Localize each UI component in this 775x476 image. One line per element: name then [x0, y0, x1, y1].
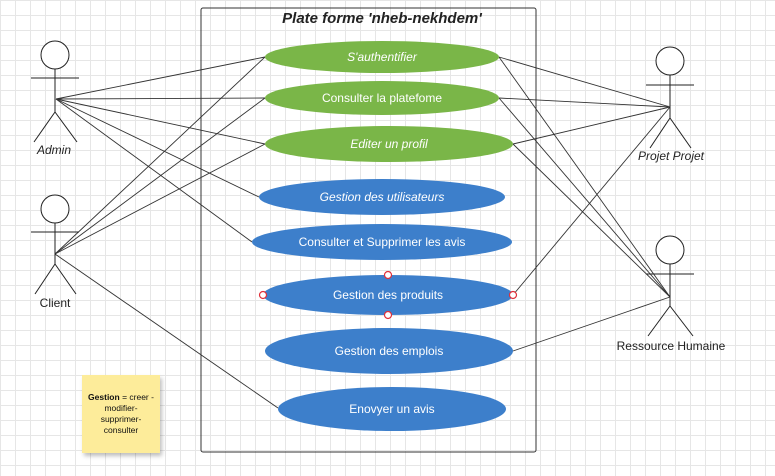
assoc-client-editer-profil[interactable] — [54, 143, 266, 255]
use-case-consulter-supprimer-avis-label: Consulter et Supprimer les avis — [299, 235, 466, 249]
assoc-rh-authentifier[interactable] — [498, 56, 671, 298]
assoc-admin-editer-profil[interactable] — [55, 98, 266, 145]
use-case-gestion-produits[interactable]: Gestion des produits — [258, 270, 518, 320]
actor-admin-label: Admin — [36, 143, 71, 157]
assoc-rh-gestion-emplois[interactable] — [512, 296, 671, 352]
assoc-projet-gestion-produits[interactable] — [512, 106, 671, 296]
assoc-admin-consulter-plateforme[interactable] — [55, 97, 266, 100]
assoc-admin-consulter-supprimer-avis[interactable] — [55, 98, 253, 243]
use-case-gestion-utilisateurs-label: Gestion des utilisateurs — [320, 190, 445, 204]
use-case-gestion-emplois[interactable]: Gestion des emplois — [265, 328, 513, 374]
use-case-gestion-emplois-label: Gestion des emplois — [335, 344, 444, 358]
use-case-editer-profil[interactable]: Editer un profil — [265, 126, 513, 162]
assoc-projet-editer-profil[interactable] — [512, 106, 671, 145]
sticky-note-rest: = creer - modifier- supprimer- consulter — [100, 392, 154, 435]
use-case-consulter-plateforme[interactable]: Consulter la platefome — [265, 81, 499, 115]
use-case-consulter-plateforme-label: Consulter la platefome — [322, 91, 442, 105]
use-case-envoyer-avis[interactable]: Enovyer un avis — [278, 387, 506, 431]
actor-ressource-humaine-label: Ressource Humaine — [617, 339, 726, 353]
resize-handle-top[interactable] — [383, 270, 393, 280]
use-case-consulter-supprimer-avis[interactable]: Consulter et Supprimer les avis — [252, 224, 512, 260]
resize-handle-right[interactable] — [508, 290, 518, 300]
system-title: Plate forme 'nheb-nekhdem' — [282, 10, 482, 27]
use-case-editer-profil-label: Editer un profil — [350, 137, 428, 151]
assoc-admin-gestion-utilisateurs[interactable] — [55, 98, 260, 198]
actor-ressource-humaine[interactable]: Ressource Humaine — [617, 235, 726, 353]
actor-projet[interactable]: Projet Projet — [638, 46, 705, 163]
sticky-note[interactable]: Gestion = creer - modifier- supprimer- c… — [82, 375, 160, 453]
use-case-authentifier[interactable]: S'authentifier — [265, 41, 499, 73]
use-case-gestion-produits-label: Gestion des produits — [333, 288, 443, 302]
sticky-note-text: Gestion = creer - modifier- supprimer- c… — [86, 392, 156, 436]
use-case-authentifier-label: S'authentifier — [347, 50, 418, 64]
resize-handle-bottom[interactable] — [383, 310, 393, 320]
associations — [54, 56, 671, 409]
assoc-rh-editer-profil[interactable] — [512, 143, 671, 298]
assoc-client-authentifier[interactable] — [54, 56, 266, 255]
assoc-rh-consulter-plateforme[interactable] — [498, 97, 671, 298]
assoc-admin-authentifier[interactable] — [55, 56, 266, 100]
assoc-projet-consulter-plateforme[interactable] — [498, 97, 671, 108]
resize-handle-left[interactable] — [258, 290, 268, 300]
sticky-note-bold: Gestion — [88, 392, 120, 402]
actor-client-label: Client — [40, 296, 71, 310]
use-case-gestion-utilisateurs[interactable]: Gestion des utilisateurs — [259, 179, 505, 215]
actor-projet-label: Projet Projet — [638, 149, 705, 163]
system-boundary[interactable] — [200, 7, 537, 453]
assoc-client-consulter-plateforme[interactable] — [54, 97, 266, 255]
use-case-envoyer-avis-label: Enovyer un avis — [349, 402, 434, 416]
actor-admin[interactable]: Admin — [31, 40, 79, 157]
assoc-client-envoyer-avis[interactable] — [54, 253, 279, 409]
actor-client[interactable]: Client — [31, 194, 79, 310]
assoc-projet-authentifier[interactable] — [498, 56, 671, 108]
